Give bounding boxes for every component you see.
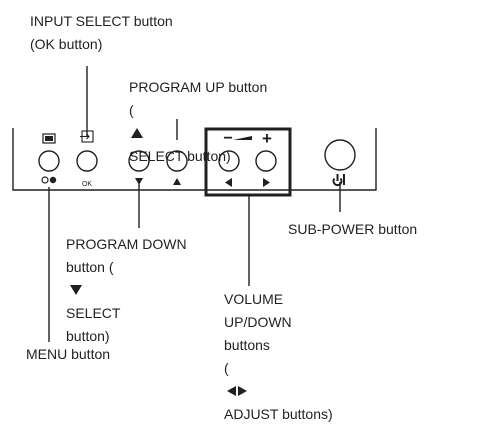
triangle-left-icon [225,178,232,187]
input-select-label: INPUT SELECT button (OK button) [30,13,173,52]
volume-down-button[interactable] [218,150,240,172]
volume-ramp-icon [233,136,252,140]
input-select-icon [80,130,94,143]
ok-mark: OK [82,181,92,188]
triangle-left-icon [227,386,236,396]
program-up-button[interactable] [166,150,188,172]
triangle-down-icon [70,285,82,295]
sub-power-label: SUB-POWER button [288,221,418,237]
menu-label: MENU button [26,346,111,362]
triangle-right-icon [263,178,270,187]
monitor-screen-icon [42,133,56,144]
volume-group-box [204,127,292,197]
panel-outline [12,128,377,191]
sub-power-button[interactable] [324,139,356,171]
menu-button[interactable] [38,150,60,172]
power-icon [332,174,345,187]
tool-icon [41,176,57,184]
program-down-button[interactable] [128,150,150,172]
volume-minus-mark: − [223,130,232,147]
triangle-down-icon [135,178,143,185]
program-down-label: PROGRAM DOWN button (SELECT button) [66,236,187,344]
program-up-label: PROGRAM UP button (SELECT button) [129,79,268,164]
volume-plus-mark: + [262,129,272,148]
triangle-right-icon [238,386,247,396]
triangle-up-icon [131,128,143,138]
control-panel-diagram: OK − + [12,66,377,342]
input-select-button[interactable] [76,150,98,172]
volume-up-button[interactable] [255,150,277,172]
triangle-up-icon [173,178,181,185]
volume-label: VOLUME UP/DOWN buttons (ADJUST buttons) [224,291,333,422]
